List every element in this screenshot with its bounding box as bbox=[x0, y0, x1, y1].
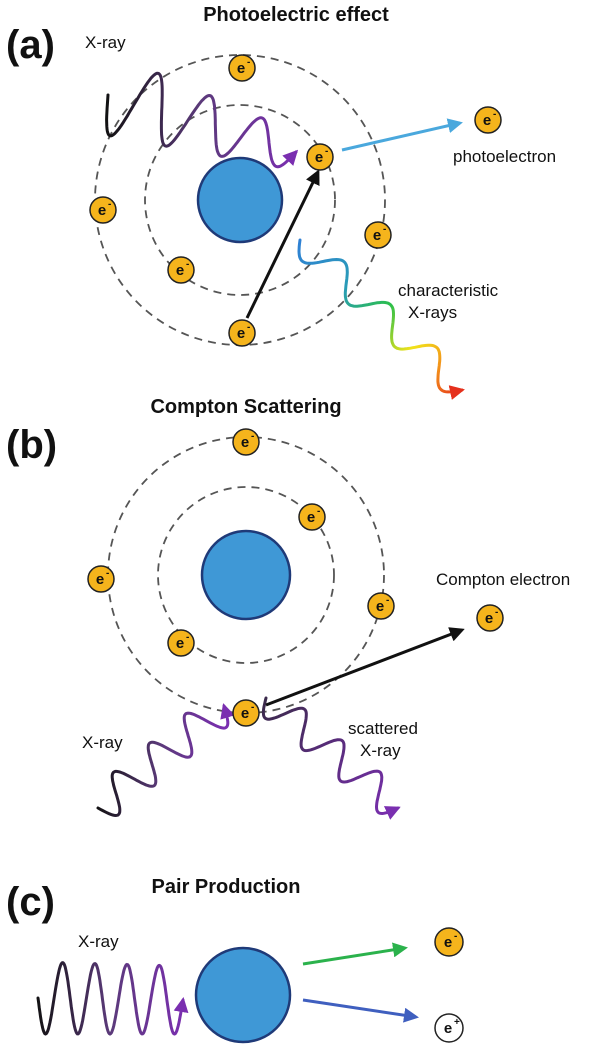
electron: e- bbox=[364, 221, 392, 249]
xray-label: X-ray bbox=[85, 33, 126, 52]
compton-electron-label: Compton electron bbox=[436, 570, 570, 589]
svg-text:-: - bbox=[106, 568, 109, 579]
incoming-xray-wave bbox=[105, 71, 299, 169]
compton-electron-arrow bbox=[265, 627, 465, 707]
svg-text:-: - bbox=[317, 506, 320, 517]
svg-text:e: e bbox=[307, 509, 315, 526]
svg-text:e: e bbox=[241, 705, 249, 722]
scattered-label-line2: X-ray bbox=[360, 741, 401, 760]
svg-text:e: e bbox=[485, 610, 493, 627]
svg-text:e: e bbox=[373, 227, 381, 244]
panel-a-title: Photoelectric effect bbox=[203, 4, 389, 26]
svg-text:-: - bbox=[386, 595, 389, 606]
panel-b-letter: (b) bbox=[6, 423, 57, 467]
electron: e- bbox=[87, 565, 115, 593]
svg-text:-: - bbox=[383, 224, 386, 235]
nucleus bbox=[194, 946, 292, 1044]
svg-text:-: - bbox=[454, 931, 457, 942]
svg-text:e: e bbox=[376, 598, 384, 615]
svg-text:e: e bbox=[444, 934, 452, 951]
electron-arrow bbox=[302, 942, 408, 966]
inner-orbit bbox=[144, 104, 336, 296]
inner-orbit bbox=[157, 486, 335, 664]
scattered-xray-wave bbox=[261, 696, 401, 820]
incoming-xray-wave bbox=[96, 703, 235, 818]
incoming-xray-wave bbox=[36, 961, 189, 1036]
svg-text:e: e bbox=[241, 434, 249, 451]
photoelectron: e- bbox=[474, 106, 502, 134]
svg-text:-: - bbox=[186, 632, 189, 643]
panel-a: (a) Photoelectric effect X-ray photoelec… bbox=[6, 4, 556, 400]
panel-a-letter: (a) bbox=[6, 23, 55, 67]
electron: e- bbox=[228, 54, 256, 82]
svg-text:-: - bbox=[108, 199, 111, 210]
xray-label: X-ray bbox=[78, 932, 119, 951]
svg-text:-: - bbox=[495, 607, 498, 618]
characteristic-label-line1: characteristic bbox=[398, 281, 499, 300]
svg-text:e: e bbox=[176, 262, 184, 279]
svg-text:e: e bbox=[315, 149, 323, 166]
svg-text:e: e bbox=[237, 325, 245, 342]
electron: e- bbox=[367, 592, 395, 620]
electron: e- bbox=[167, 629, 195, 657]
panel-b-title: Compton Scattering bbox=[150, 396, 341, 418]
photoelectron-arrow bbox=[341, 118, 463, 152]
electron-transition-arrow bbox=[245, 169, 320, 319]
electron: e- bbox=[232, 428, 260, 456]
electron: e- bbox=[298, 503, 326, 531]
characteristic-xray-wave bbox=[297, 238, 465, 400]
nucleus bbox=[196, 156, 284, 244]
electron: e- bbox=[306, 143, 334, 171]
svg-text:-: - bbox=[247, 322, 250, 333]
photoelectron-label: photoelectron bbox=[453, 147, 556, 166]
characteristic-label-line2: X-rays bbox=[408, 303, 457, 322]
svg-text:e: e bbox=[483, 112, 491, 129]
electron: e- bbox=[232, 699, 260, 727]
nucleus bbox=[200, 529, 292, 621]
compton-electron: e- bbox=[476, 604, 504, 632]
svg-text:-: - bbox=[493, 109, 496, 120]
xray-label: X-ray bbox=[82, 733, 123, 752]
electron: e- bbox=[167, 256, 195, 284]
svg-text:-: - bbox=[325, 146, 328, 157]
svg-text:e: e bbox=[96, 571, 104, 588]
svg-text:-: - bbox=[251, 431, 254, 442]
svg-text:+: + bbox=[454, 1017, 460, 1028]
panel-b: (b) Compton Scattering X-ray scattered X… bbox=[6, 396, 570, 820]
svg-text:e: e bbox=[176, 635, 184, 652]
panel-c-title: Pair Production bbox=[152, 876, 301, 898]
scattered-label-line1: scattered bbox=[348, 719, 418, 738]
positron: e+ bbox=[434, 1013, 464, 1043]
electron: e- bbox=[228, 319, 256, 347]
svg-text:-: - bbox=[186, 259, 189, 270]
svg-text:-: - bbox=[247, 57, 250, 68]
panel-c: (c) Pair Production X-ray e- e+ bbox=[6, 876, 464, 1044]
svg-text:e: e bbox=[98, 202, 106, 219]
svg-text:-: - bbox=[251, 702, 254, 713]
panel-c-letter: (c) bbox=[6, 880, 55, 924]
electron: e- bbox=[434, 927, 464, 957]
electron: e- bbox=[89, 196, 117, 224]
svg-text:e: e bbox=[237, 60, 245, 77]
svg-text:e: e bbox=[444, 1020, 452, 1037]
positron-arrow bbox=[302, 998, 419, 1023]
